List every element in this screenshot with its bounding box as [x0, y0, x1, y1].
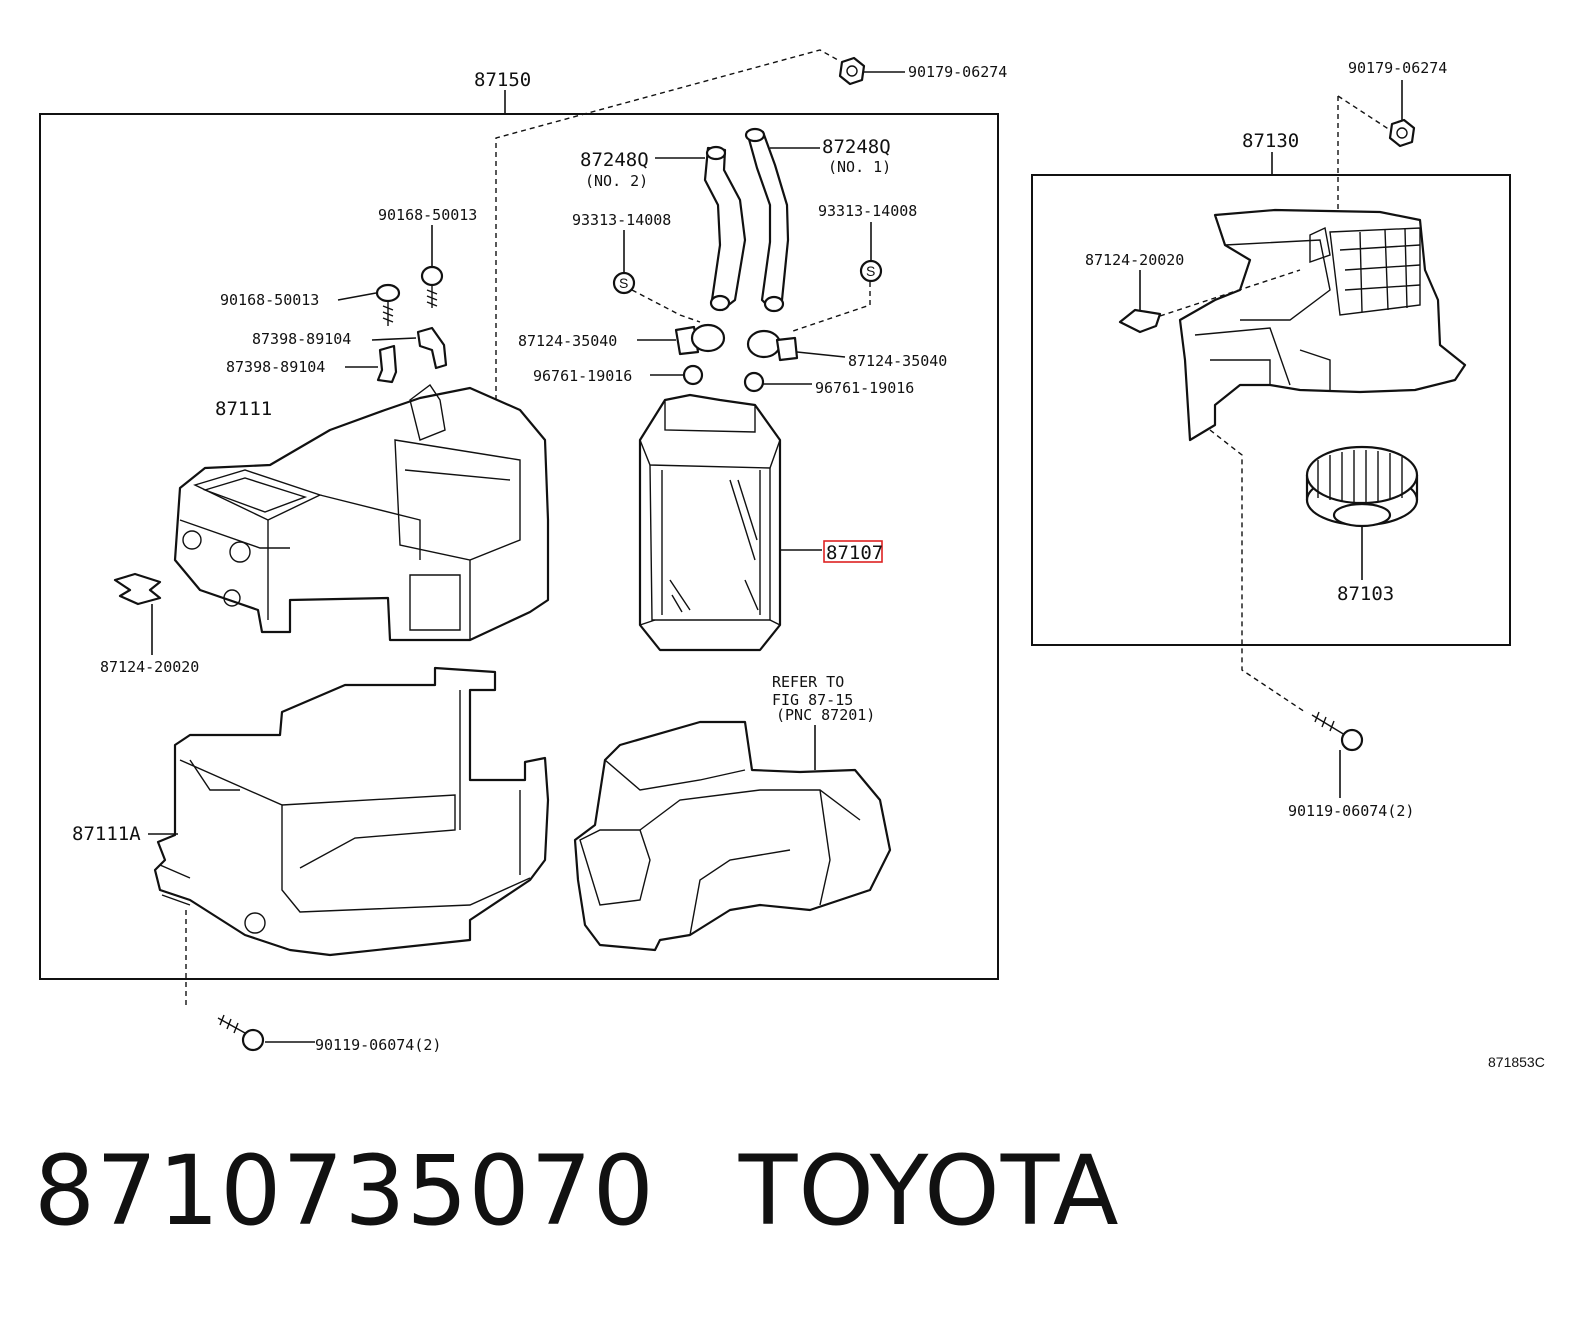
label-hose-no1-sub: (NO. 1) — [828, 158, 891, 176]
label-clip-blower: 87124-20020 — [1085, 251, 1184, 269]
hose-no1 — [744, 127, 790, 313]
label-hose-no2: 87248Q — [580, 149, 649, 171]
bracket-icon — [674, 323, 726, 356]
case-clip-right — [1118, 308, 1162, 334]
label-87111: 87111 — [215, 398, 272, 420]
svg-text:S: S — [866, 263, 875, 279]
label-bolt-bottom: 90119-06074(2) — [315, 1036, 441, 1054]
duct-reference — [573, 720, 892, 952]
highlight-box — [823, 540, 883, 563]
heater-case-upper — [173, 383, 550, 642]
label-screw-b: 90168-50013 — [220, 291, 319, 309]
label-refer-2: FIG 87-15 — [772, 691, 853, 709]
label-clip-right: 93313-14008 — [818, 202, 917, 220]
label-clip-left: 93313-14008 — [572, 211, 671, 229]
label-hose-no2-sub: (NO. 2) — [585, 172, 648, 190]
label-clamp-a: 87398-89104 — [252, 330, 351, 348]
brand-name: TOYOTA — [738, 1135, 1120, 1247]
label-87107: 87107 — [826, 542, 883, 564]
blower-unit — [1178, 208, 1467, 442]
label-oring-right: 96761-19016 — [815, 379, 914, 397]
screw-icon — [375, 283, 401, 326]
nut-icon — [1388, 118, 1416, 148]
label-87111A: 87111A — [72, 823, 141, 845]
case-clip-left — [113, 572, 162, 606]
clip-s-icon: S — [859, 259, 883, 283]
part-number: 8710735070 — [34, 1135, 655, 1247]
label-refer-1: REFER TO — [772, 673, 844, 691]
label-nut-top: 90179-06274 — [908, 63, 1007, 81]
label-87130: 87130 — [1242, 130, 1299, 152]
heater-core — [638, 393, 782, 652]
clamp-icon — [376, 326, 448, 384]
label-clip-case: 87124-20020 — [100, 658, 199, 676]
clip-s-icon: S — [612, 271, 636, 295]
hose-no2 — [703, 145, 747, 312]
oring-icon — [682, 364, 704, 386]
label-hose-no1: 87248Q — [822, 136, 891, 158]
bolt-icon — [1311, 711, 1364, 752]
label-bracket-right: 87124-35040 — [848, 352, 947, 370]
label-bracket-left: 87124-35040 — [518, 332, 617, 350]
bracket-icon — [746, 329, 799, 362]
heater-case-lower — [153, 666, 550, 957]
label-nut-right: 90179-06274 — [1348, 59, 1447, 77]
label-bolt-right: 90119-06074(2) — [1288, 802, 1414, 820]
label-clamp-b: 87398-89104 — [226, 358, 325, 376]
blower-motor — [1305, 445, 1419, 528]
label-refer-3: (PNC 87201) — [776, 706, 875, 724]
assembly-frame-right — [1031, 174, 1511, 646]
label-87150: 87150 — [474, 69, 531, 91]
label-oring-left: 96761-19016 — [533, 367, 632, 385]
assembly-frame-left — [39, 113, 999, 980]
figure-code: 871853C — [1488, 1054, 1545, 1070]
label-87103: 87103 — [1337, 583, 1394, 605]
screw-icon — [420, 265, 444, 308]
nut-icon — [838, 56, 866, 86]
oring-icon — [743, 371, 765, 393]
bolt-icon — [217, 1014, 265, 1052]
label-screw-a: 90168-50013 — [378, 206, 477, 224]
svg-text:S: S — [619, 275, 628, 291]
footer-caption: 8710735070 TOYOTA — [34, 1135, 1204, 1247]
